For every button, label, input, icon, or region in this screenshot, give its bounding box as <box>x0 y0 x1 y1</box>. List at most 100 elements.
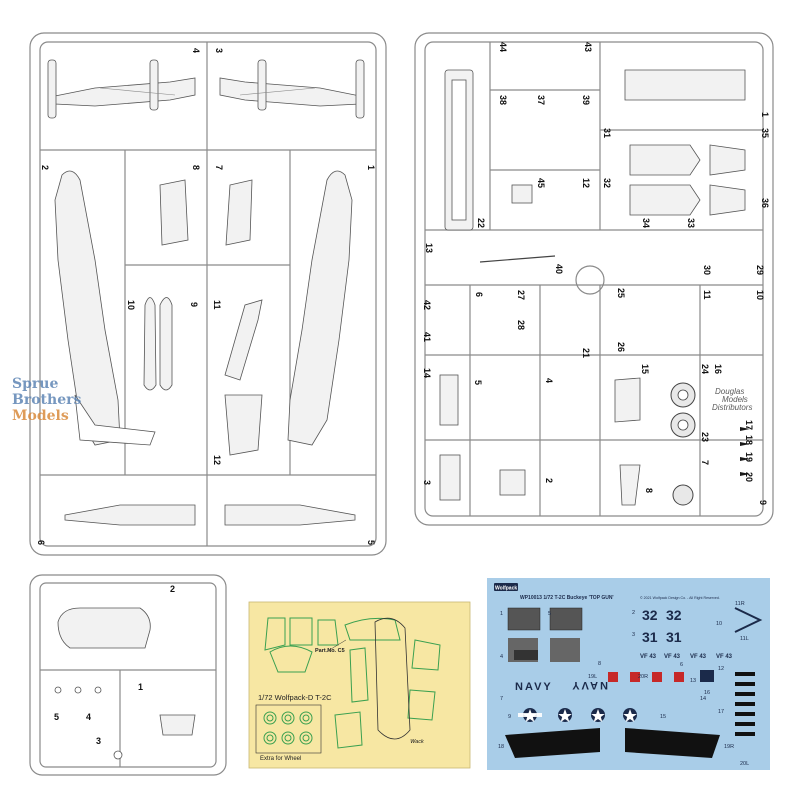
part-number: 23 <box>700 432 710 442</box>
small-parts-17-20 <box>740 427 750 476</box>
decal-callout: 4 <box>500 654 503 660</box>
decal-callout: 20L <box>740 761 749 767</box>
insignia-row <box>518 708 637 722</box>
part-number: 7 <box>700 460 710 465</box>
sprue-brothers-watermark: Sprue Brothers Models <box>12 376 81 424</box>
part-1 <box>159 714 196 736</box>
part-number: 6 <box>36 540 46 545</box>
part-7 <box>225 179 253 246</box>
decal-number: 32 <box>666 607 682 623</box>
part-number: 14 <box>422 368 432 378</box>
part-number: 32 <box>602 178 612 188</box>
part-number: 34 <box>641 218 651 228</box>
decal-code: VF 43 <box>690 654 707 660</box>
part-number: 24 <box>700 364 710 374</box>
part-number: 22 <box>476 218 486 228</box>
part-number: 5 <box>54 712 59 722</box>
svg-text:Models: Models <box>722 395 748 404</box>
part-number: 1 <box>760 112 770 117</box>
decal-callout: 9 <box>508 714 511 720</box>
part-number: 10 <box>755 290 765 300</box>
fuselage-part-1 <box>287 170 353 446</box>
part-number: 39 <box>581 95 591 105</box>
part-number: 20 <box>744 472 754 482</box>
part-number: 2 <box>40 165 50 170</box>
decal-callout: 11L <box>740 636 749 642</box>
part-number: 5 <box>366 540 376 545</box>
part-number: 38 <box>498 95 508 105</box>
svg-text:Models: Models <box>12 408 69 424</box>
part-11 <box>224 299 263 381</box>
decal-sheet: Wolfpack WP10013 1/72 T-2C Buckeye 'TOP … <box>487 578 770 770</box>
decal-callout: 1 <box>500 611 503 617</box>
decal-number: 32 <box>642 607 658 623</box>
part-number: 43 <box>583 42 593 52</box>
wing-part-4 <box>47 59 196 119</box>
part-number: 25 <box>616 288 626 298</box>
part-number: 9 <box>189 302 199 307</box>
part-number: 11 <box>702 290 712 300</box>
part-number: 28 <box>516 320 526 330</box>
part-number: 26 <box>616 342 626 352</box>
svg-text:Distributors: Distributors <box>712 403 752 412</box>
decal-stripes <box>735 672 755 736</box>
part-number: 19 <box>744 452 754 462</box>
svg-text:Brothers: Brothers <box>12 392 81 408</box>
part-number: 4 <box>86 712 91 722</box>
part-number: 13 <box>424 243 434 253</box>
part-number: 37 <box>536 95 546 105</box>
mask-part-no: Part No. C5 <box>315 648 345 654</box>
mask-title: 1/72 Wolfpack-D T-2C <box>258 693 332 702</box>
part-number: 30 <box>702 265 712 275</box>
part-number: 3 <box>96 736 101 746</box>
part-number: 1 <box>138 682 143 692</box>
decal-callout: 10 <box>716 621 722 627</box>
tail-part-5 <box>224 504 356 526</box>
decal-callout: 14 <box>700 696 706 702</box>
part-number: 15 <box>640 364 650 374</box>
decal-callout: 18 <box>498 744 504 750</box>
fuselage-part-2 <box>54 170 156 446</box>
decal-copyright: © 2021 Wolfpack Design Co. - All Right R… <box>640 596 720 600</box>
decal-callout: 15 <box>660 714 666 720</box>
decal-callout: 13 <box>690 678 696 684</box>
decal-number: 31 <box>642 629 658 645</box>
sprue-c: 2 1 5 4 3 <box>29 574 227 776</box>
part-12 <box>224 394 263 456</box>
part-number: 8 <box>644 488 654 493</box>
wheel-part-24 <box>670 382 696 408</box>
mask-sheet: Part No. C5 1/72 Wolfpack-D T-2C Extra f… <box>248 601 471 769</box>
part-number: 12 <box>581 178 591 188</box>
cockpit-part-1 <box>624 69 746 101</box>
decal-callout: 12 <box>718 666 724 672</box>
part-number: 33 <box>686 218 696 228</box>
part-number: 42 <box>422 300 432 310</box>
part-number: 16 <box>713 364 723 374</box>
decal-header: WP10013 1/72 T-2C Buckeye 'TOP GUN' <box>520 595 614 601</box>
part-number: 45 <box>536 178 546 188</box>
part-number: 27 <box>516 290 526 300</box>
part-number: 3 <box>422 480 432 485</box>
part-10 <box>143 297 157 391</box>
part-number: 7 <box>214 165 224 170</box>
decal-brand-badge: Wolfpack <box>495 586 517 592</box>
douglas-models-watermark: Douglas Models Distributors <box>712 387 752 412</box>
decal-navy: NAVY <box>515 681 553 693</box>
decal-callout: 19R <box>724 744 734 750</box>
decal-callout: 8 <box>598 661 601 667</box>
part-9 <box>159 297 173 391</box>
tail-part-6 <box>64 504 196 526</box>
canopy-part-2 <box>57 607 151 649</box>
part-number: 4 <box>191 48 201 53</box>
part-number: 40 <box>554 264 564 274</box>
part-number: 4 <box>544 378 554 383</box>
part-number: 12 <box>212 455 222 465</box>
part-number: 1 <box>366 165 376 170</box>
decal-callout: 19L <box>588 674 597 680</box>
part-number: 44 <box>498 42 508 52</box>
part-number: 2 <box>170 584 175 594</box>
part-number: 35 <box>760 128 770 138</box>
part-number: 5 <box>473 380 483 385</box>
decal-callout: 16 <box>704 690 710 696</box>
